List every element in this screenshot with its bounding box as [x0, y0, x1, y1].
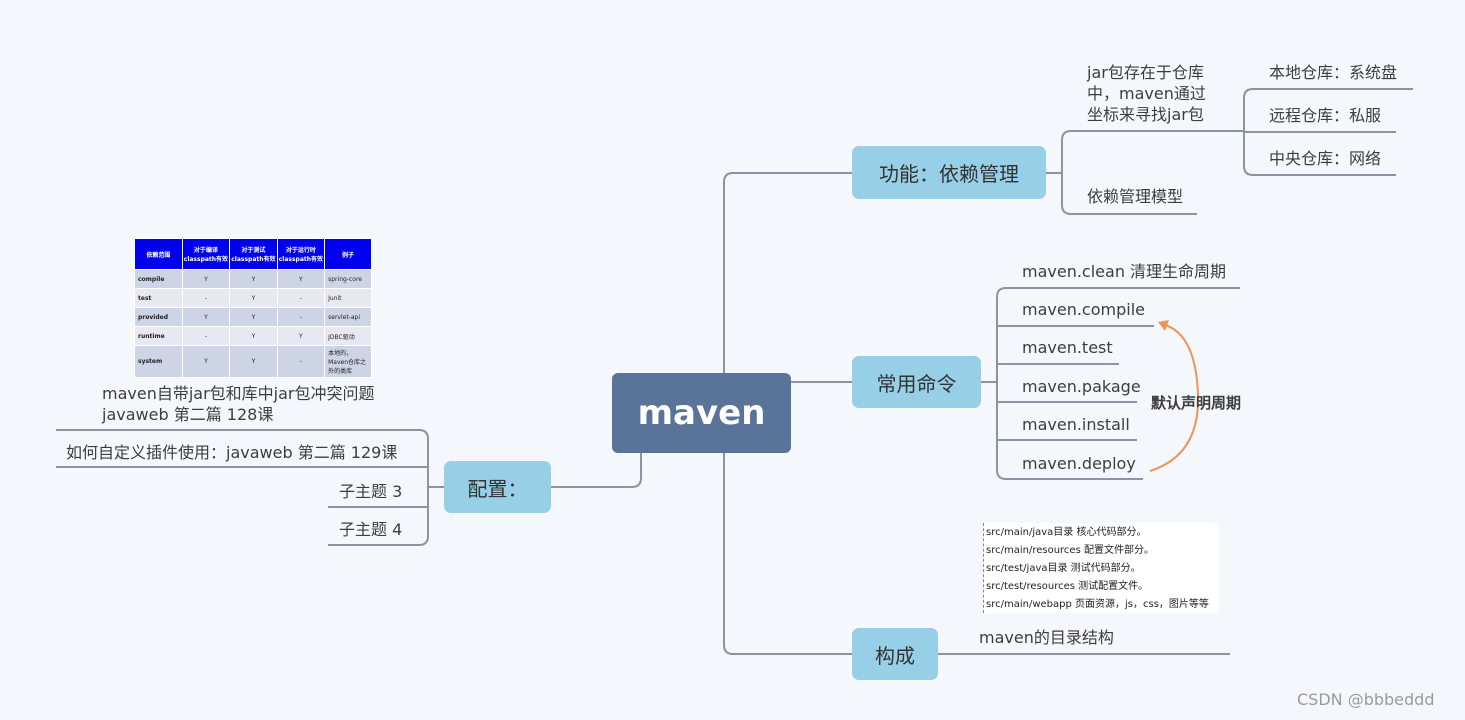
repo-remote[interactable]: 远程仓库：私服	[1269, 106, 1382, 125]
lifecycle-arrow	[1149, 324, 1200, 472]
table-cell: -	[276, 345, 326, 378]
table-cell: -	[181, 288, 231, 308]
cmd-clean[interactable]: maven.clean 清理生命周期	[1022, 262, 1227, 281]
config-item-subtopic-4[interactable]: 子主题 4	[339, 520, 403, 539]
table-row: test - Y - Junit	[134, 288, 372, 308]
topic-config[interactable]: 配置：	[444, 461, 551, 513]
cmd-install[interactable]: maven.install	[1022, 415, 1130, 434]
table-cell: servlet-api	[324, 307, 372, 327]
cmd-deploy[interactable]: maven.deploy	[1022, 454, 1136, 473]
dir-line: src/main/java目录 核心代码部分。	[986, 527, 1147, 538]
config-item-plugin[interactable]: 如何自定义插件使用：javaweb 第二篇 129课	[66, 443, 398, 462]
table-cell: 本地的，Maven仓库之外的类库	[324, 345, 372, 378]
table-cell: Y	[276, 269, 326, 289]
root-node[interactable]: maven	[612, 373, 791, 453]
dir-line: src/test/java目录 测试代码部分。	[986, 563, 1141, 574]
cmd-compile[interactable]: maven.compile	[1022, 300, 1145, 319]
config-item-conflict[interactable]: maven自带jar包和库中jar包冲突问题 javaweb 第二篇 128课	[102, 383, 375, 425]
table-cell: -	[181, 326, 231, 346]
table-cell: Y	[229, 269, 278, 289]
dir-line: src/main/webapp 页面资源，js，css，图片等等	[986, 599, 1209, 610]
cmd-test[interactable]: maven.test	[1022, 338, 1113, 357]
config-line: maven自带jar包和库中jar包冲突问题	[102, 384, 375, 403]
table-row: provided Y Y - servlet-api	[134, 307, 372, 327]
table-cell: test	[134, 288, 183, 308]
table-header: 依赖范围	[134, 238, 183, 270]
table-header: 对于测试classpath有效	[229, 238, 278, 270]
table-cell: spring-core	[324, 269, 372, 289]
table-cell: -	[276, 288, 326, 308]
repo-local[interactable]: 本地仓库：系统盘	[1269, 63, 1398, 82]
desc-line: jar包存在于仓库	[1087, 63, 1204, 82]
table-cell: Y	[229, 307, 278, 327]
table-cell: compile	[134, 269, 183, 289]
config-item-subtopic-3[interactable]: 子主题 3	[339, 482, 403, 501]
table-cell: JDBC驱动	[324, 326, 372, 346]
table-cell: Y	[181, 269, 231, 289]
desc-line: 中，maven通过	[1087, 84, 1206, 103]
dir-line: src/test/resources 测试配置文件。	[986, 581, 1149, 592]
topic-commands[interactable]: 常用命令	[852, 356, 981, 408]
table-cell: Y	[181, 307, 231, 327]
function-description[interactable]: jar包存在于仓库 中，maven通过 坐标来寻找jar包	[1087, 62, 1206, 125]
table-header: 例子	[324, 238, 372, 270]
table-row: runtime - Y Y JDBC驱动	[134, 326, 372, 346]
lifecycle-note: 默认声明周期	[1151, 394, 1242, 412]
table-cell: Y	[229, 326, 278, 346]
table-row: system Y Y - 本地的，Maven仓库之外的类库	[134, 345, 372, 378]
topic-composition[interactable]: 构成	[852, 628, 938, 680]
table-cell: provided	[134, 307, 183, 327]
cmd-package[interactable]: maven.pakage	[1022, 377, 1141, 396]
table-cell: system	[134, 345, 183, 378]
table-cell: -	[276, 307, 326, 327]
dependency-model[interactable]: 依赖管理模型	[1087, 187, 1184, 206]
watermark: CSDN @bbbeddd	[1297, 690, 1435, 709]
config-line: javaweb 第二篇 128课	[102, 405, 274, 424]
topic-function[interactable]: 功能：依赖管理	[852, 146, 1046, 199]
table-cell: Y	[229, 288, 278, 308]
table-cell: runtime	[134, 326, 183, 346]
table-header: 对于编译classpath有效	[181, 238, 231, 270]
table-cell: Y	[181, 345, 231, 378]
table-row: compile Y Y Y spring-core	[134, 269, 372, 289]
table-cell: Y	[276, 326, 326, 346]
table-cell: Junit	[324, 288, 372, 308]
composition-sub[interactable]: maven的目录结构	[979, 628, 1114, 647]
table-cell: Y	[229, 345, 278, 378]
arrow-head-icon	[1158, 320, 1169, 331]
dependency-scope-table: 依赖范围 对于编译classpath有效 对于测试classpath有效 对于运…	[134, 238, 372, 378]
table-header: 对于运行时classpath有效	[276, 238, 326, 270]
repo-central[interactable]: 中央仓库：网络	[1269, 149, 1382, 168]
desc-line: 坐标来寻找jar包	[1087, 105, 1204, 124]
directory-structure-image: src/main/java目录 核心代码部分。 src/main/resourc…	[983, 523, 1219, 613]
dir-line: src/main/resources 配置文件部分。	[986, 545, 1154, 556]
